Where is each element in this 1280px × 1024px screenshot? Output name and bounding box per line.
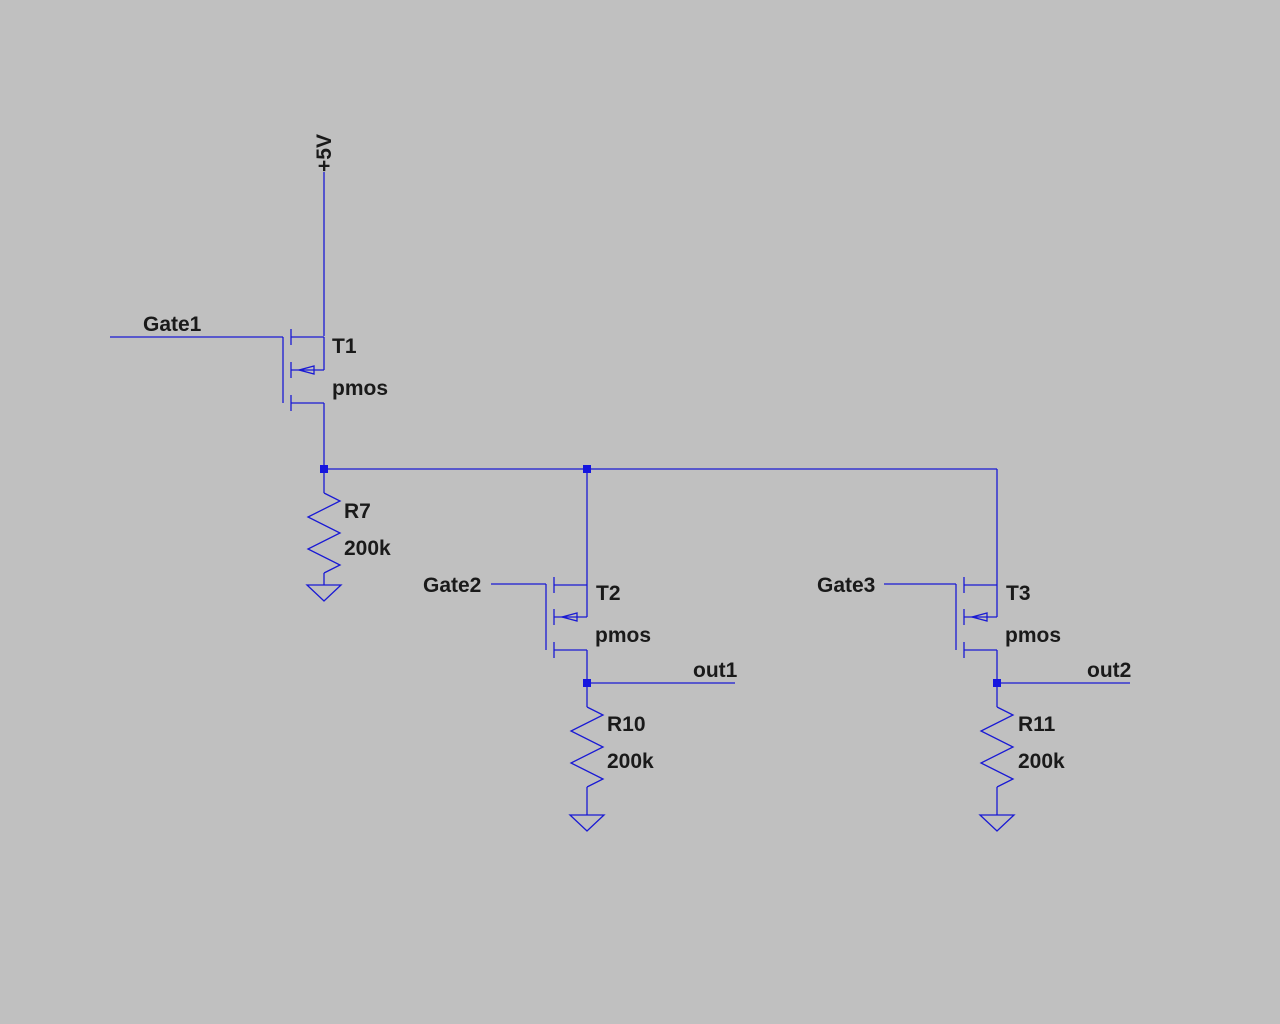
t3-name: T3: [1006, 582, 1031, 605]
supply-label: +5V: [313, 134, 336, 172]
ground-icon: [978, 814, 1016, 832]
out1-label: out1: [693, 659, 738, 682]
t1-body-arrow-icon: [296, 365, 315, 375]
gate2-label: Gate2: [423, 574, 481, 597]
r10-name: R10: [607, 713, 646, 736]
resistor-r7[interactable]: R7 200k: [305, 469, 391, 602]
gate3-label: Gate3: [817, 574, 875, 597]
r11-name: R11: [1018, 713, 1056, 736]
bus-net: [320, 465, 998, 585]
r7-value: 200k: [344, 537, 391, 560]
resistor-r11[interactable]: R11 200k: [978, 683, 1065, 832]
r7-name: R7: [344, 500, 371, 523]
r7-zigzag-icon: [306, 492, 342, 574]
supply-5v: +5V: [313, 134, 336, 336]
ground-icon: [568, 814, 606, 832]
t1-name: T1: [332, 335, 357, 358]
transistor-t2[interactable]: Gate2 T2 pmos: [423, 574, 651, 683]
transistor-t1[interactable]: Gate1 T1 pmos: [110, 313, 388, 469]
t3-body-arrow-icon: [969, 612, 988, 622]
r10-zigzag-icon: [569, 706, 605, 788]
r10-value: 200k: [607, 750, 654, 773]
output-out2[interactable]: out2: [993, 659, 1131, 687]
t1-model: pmos: [332, 377, 388, 400]
t2-model: pmos: [595, 624, 651, 647]
output-out1[interactable]: out1: [583, 659, 738, 687]
t2-name: T2: [596, 582, 621, 605]
junction-dot: [583, 465, 591, 473]
ground-icon: [305, 584, 343, 602]
r11-zigzag-icon: [979, 706, 1015, 788]
gate1-label: Gate1: [143, 313, 202, 336]
r11-value: 200k: [1018, 750, 1065, 773]
t3-model: pmos: [1005, 624, 1061, 647]
resistor-r10[interactable]: R10 200k: [568, 683, 654, 832]
out2-label: out2: [1087, 659, 1131, 682]
transistor-t3[interactable]: Gate3 T3 pmos: [817, 574, 1061, 683]
t2-body-arrow-icon: [559, 612, 578, 622]
